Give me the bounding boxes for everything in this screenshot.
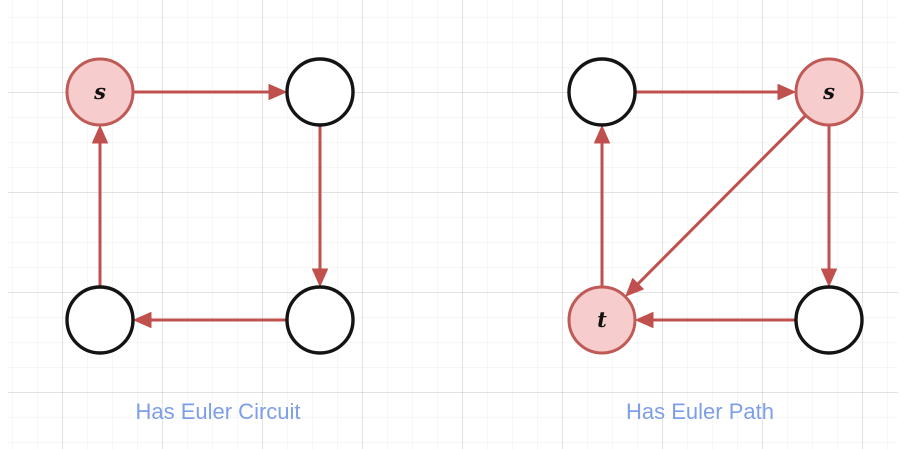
graph-node-s[interactable]: s — [65, 57, 135, 127]
edge-a-to-b — [134, 84, 287, 100]
node-circle[interactable] — [567, 57, 637, 127]
graph-node[interactable] — [567, 57, 637, 127]
node-circle[interactable] — [65, 285, 135, 355]
arrowhead-icon — [133, 312, 152, 328]
node-circle[interactable] — [794, 57, 864, 127]
node-circle[interactable] — [567, 285, 637, 355]
edge-t-to-p — [594, 125, 610, 286]
arrowhead-icon — [92, 125, 108, 144]
edge-s-to-q — [821, 126, 837, 287]
edge-s-to-t — [625, 115, 807, 297]
node-circle[interactable] — [285, 285, 355, 355]
node-label: t — [597, 307, 607, 332]
node-label: s — [822, 79, 835, 104]
graph-node[interactable] — [794, 285, 864, 355]
edge-d-to-a — [92, 125, 108, 286]
arrowhead-icon — [594, 125, 610, 144]
graph-node[interactable] — [65, 285, 135, 355]
graph-node[interactable] — [285, 57, 355, 127]
arrowhead-icon — [268, 84, 287, 100]
node-circle[interactable] — [285, 57, 355, 127]
figure-caption: Has Euler Path — [626, 399, 774, 424]
graph-node[interactable] — [285, 285, 355, 355]
arrowhead-icon — [821, 268, 837, 287]
node-label: s — [93, 79, 106, 104]
arrowhead-icon — [635, 312, 654, 328]
edge-c-to-d — [133, 312, 286, 328]
figure-caption: Has Euler Circuit — [135, 399, 300, 424]
edge-b-to-c — [312, 126, 328, 287]
node-circle[interactable] — [65, 57, 135, 127]
arrowhead-icon — [625, 278, 644, 297]
edge-q-to-t — [635, 312, 795, 328]
graph-node-t[interactable]: t — [567, 285, 637, 355]
graph-node-s[interactable]: s — [794, 57, 864, 127]
edge-p-to-s — [636, 84, 796, 100]
node-circle[interactable] — [794, 285, 864, 355]
graph-paper-grid — [8, 0, 898, 449]
arrowhead-icon — [777, 84, 796, 100]
arrowhead-icon — [312, 268, 328, 287]
